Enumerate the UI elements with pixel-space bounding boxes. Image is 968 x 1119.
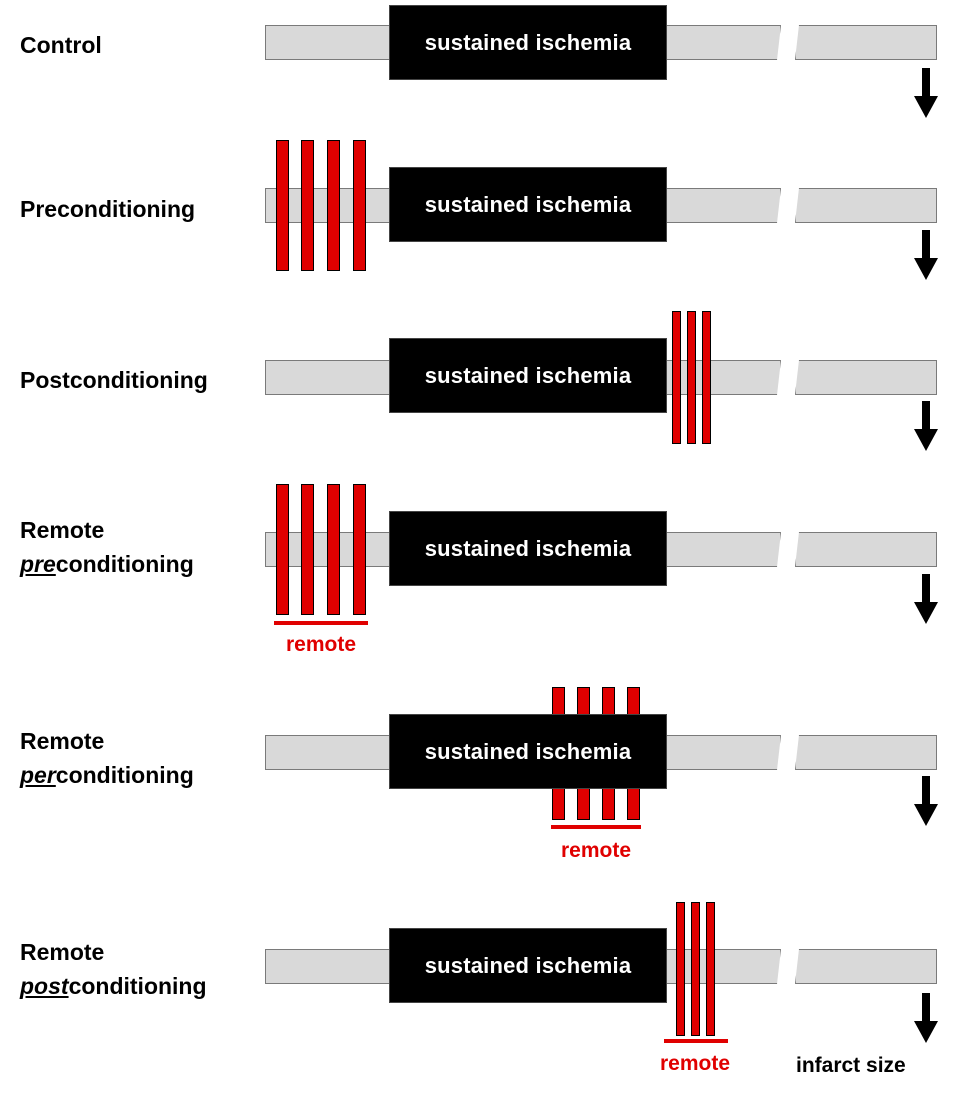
row-label-line1: Remote — [20, 728, 105, 754]
row-label: Control — [20, 32, 102, 58]
down-arrow-icon — [914, 68, 938, 118]
row-label-rest: conditioning — [68, 973, 207, 999]
sustained-ischemia-block: sustained ischemia — [389, 714, 667, 789]
occlusion-pulse — [706, 902, 715, 1036]
row-label-emphasis: post — [20, 973, 69, 999]
row-label-line1: Remote — [20, 517, 105, 543]
remote-underline — [551, 825, 641, 829]
row-label: Remote preconditioning — [20, 513, 194, 581]
timeline-bar-end — [795, 532, 937, 567]
occlusion-pulse — [276, 484, 289, 615]
row-label-emphasis: per — [20, 762, 56, 788]
occlusion-pulse — [353, 484, 366, 615]
sustained-ischemia-block: sustained ischemia — [389, 167, 667, 242]
sustained-ischemia-block: sustained ischemia — [389, 928, 667, 1003]
remote-label: remote — [560, 839, 632, 862]
occlusion-pulse — [301, 484, 314, 615]
timeline-bar-end — [795, 188, 937, 223]
sustained-ischemia-block: sustained ischemia — [389, 511, 667, 586]
timeline-bar-end — [795, 25, 937, 60]
row-label-rest: conditioning — [55, 551, 194, 577]
timeline-bar-end — [795, 949, 937, 984]
occlusion-pulse — [691, 902, 700, 1036]
sustained-ischemia-block: sustained ischemia — [389, 5, 667, 80]
row-label-line1: Remote — [20, 939, 105, 965]
row-label-line2: preconditioning — [20, 547, 194, 581]
occlusion-pulse — [327, 484, 340, 615]
down-arrow-icon — [914, 230, 938, 280]
row-label-line2: perconditioning — [20, 758, 194, 792]
remote-label: remote — [659, 1052, 731, 1075]
row-label: Remote perconditioning — [20, 724, 194, 792]
down-arrow-icon — [914, 574, 938, 624]
row-label-line2: postconditioning — [20, 969, 207, 1003]
timeline-bar-end — [795, 360, 937, 395]
row-label: Preconditioning — [20, 196, 196, 222]
remote-label: remote — [285, 633, 357, 656]
remote-underline — [274, 621, 368, 625]
timeline-bar-end — [795, 735, 937, 770]
occlusion-pulse — [672, 311, 681, 444]
occlusion-pulse — [702, 311, 711, 444]
occlusion-pulse — [676, 902, 685, 1036]
down-arrow-icon — [914, 776, 938, 826]
remote-underline — [664, 1039, 728, 1043]
occlusion-pulse — [327, 140, 340, 271]
occlusion-pulse — [353, 140, 366, 271]
down-arrow-icon — [914, 401, 938, 451]
row-label: Remote postconditioning — [20, 935, 207, 1003]
row-label-rest: conditioning — [55, 762, 194, 788]
infarct-size-label: infarct size — [796, 1054, 906, 1077]
row-label-emphasis: pre — [20, 551, 56, 577]
occlusion-pulse — [276, 140, 289, 271]
row-label: Postconditioning — [20, 367, 208, 393]
occlusion-pulse — [301, 140, 314, 271]
down-arrow-icon — [914, 993, 938, 1043]
occlusion-pulse — [687, 311, 696, 444]
sustained-ischemia-block: sustained ischemia — [389, 338, 667, 413]
